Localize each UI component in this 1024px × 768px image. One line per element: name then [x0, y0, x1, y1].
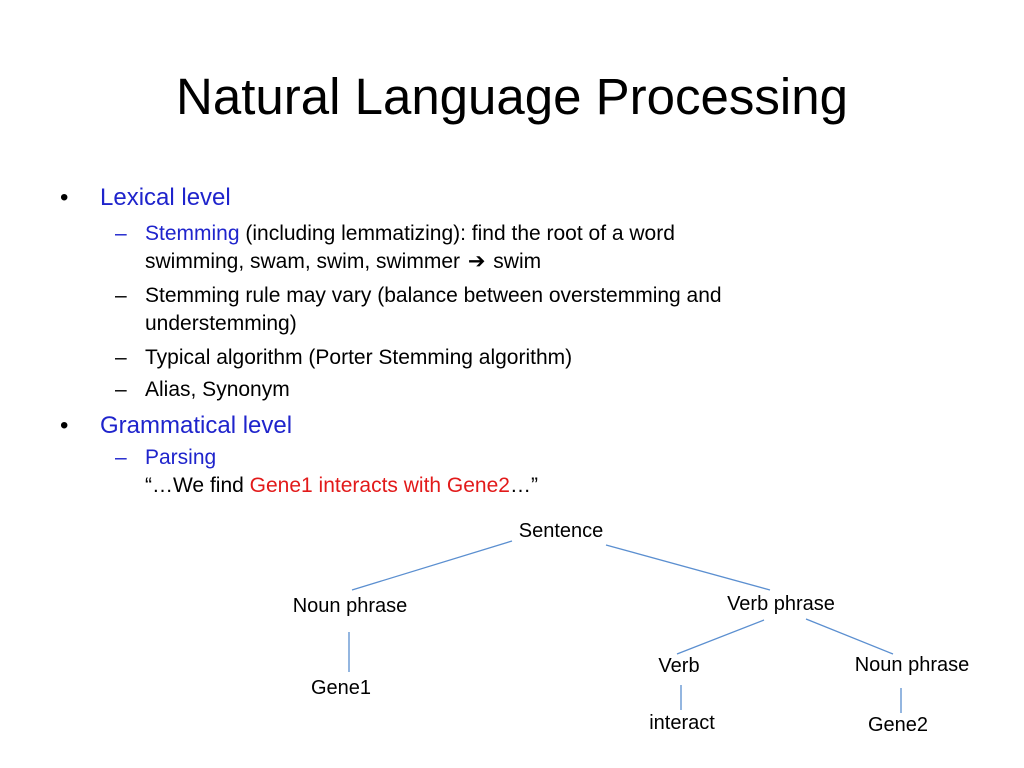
sub-bullet-alias: – Alias, Synonym [60, 376, 960, 404]
stemming-rule-line2: understemming) [145, 312, 297, 335]
grammatical-level-heading: Grammatical level [100, 412, 293, 439]
tree-node-noun-phrase-left: Noun phrase [292, 595, 408, 617]
bullet-lexical-level: • Lexical level [60, 180, 960, 216]
algorithm-text: Typical algorithm (Porter Stemming algor… [145, 346, 573, 369]
bullet-grammatical-level: • Grammatical level [60, 408, 960, 444]
stemming-term: Stemming [145, 222, 240, 245]
tree-node-gene1: Gene1 [310, 677, 372, 699]
dash-icon: – [115, 346, 127, 369]
dash-icon: – [115, 446, 127, 469]
dash-icon: – [115, 284, 127, 307]
edge-sentence-verbphrase [605, 544, 771, 591]
dash-icon: – [115, 378, 127, 401]
tree-node-verb-phrase: Verb phrase [727, 593, 835, 615]
lexical-level-heading: Lexical level [100, 184, 231, 211]
tree-node-verb: Verb [658, 655, 700, 677]
bullet-list: • Lexical level – Stemming (including le… [60, 180, 960, 500]
stemming-result: swim [493, 250, 542, 273]
sub-bullet-parsing: – Parsing “…We find Gene1 interacts with… [60, 444, 960, 500]
quote-highlight: Gene1 interacts with Gene2 [249, 474, 510, 497]
parsing-term: Parsing [145, 446, 217, 469]
tree-node-gene2: Gene2 [867, 714, 929, 736]
edge-verbphrase-verb [676, 619, 765, 655]
sub-bullet-stemming-rule: – Stemming rule may vary (balance betwee… [60, 282, 960, 338]
stemming-examples: swimming, swam, swim, swimmer [145, 250, 460, 273]
sub-bullet-stemming: – Stemming (including lemmatizing): find… [60, 220, 960, 276]
slide-title: Natural Language Processing [176, 68, 848, 125]
tree-node-noun-phrase-right: Noun phrase [854, 654, 970, 676]
stemming-description: (including lemmatizing): find the root o… [245, 222, 675, 245]
sub-bullet-algorithm: – Typical algorithm (Porter Stemming alg… [60, 344, 960, 372]
quote-suffix: …” [509, 474, 538, 497]
dash-icon: – [115, 222, 127, 245]
stemming-rule-line1: Stemming rule may vary (balance between … [145, 284, 722, 307]
bullet-dot-icon: • [60, 412, 69, 439]
edge-sentence-nounphrase [351, 540, 513, 591]
edge-verbphrase-nounphrase [805, 618, 894, 655]
right-arrow-icon: ➔ [467, 250, 486, 273]
bullet-dot-icon: • [60, 184, 69, 211]
quote-prefix: “…We find [145, 474, 250, 497]
tree-node-sentence: Sentence [518, 520, 604, 542]
tree-node-interact: interact [649, 712, 715, 734]
alias-text: Alias, Synonym [145, 378, 290, 401]
